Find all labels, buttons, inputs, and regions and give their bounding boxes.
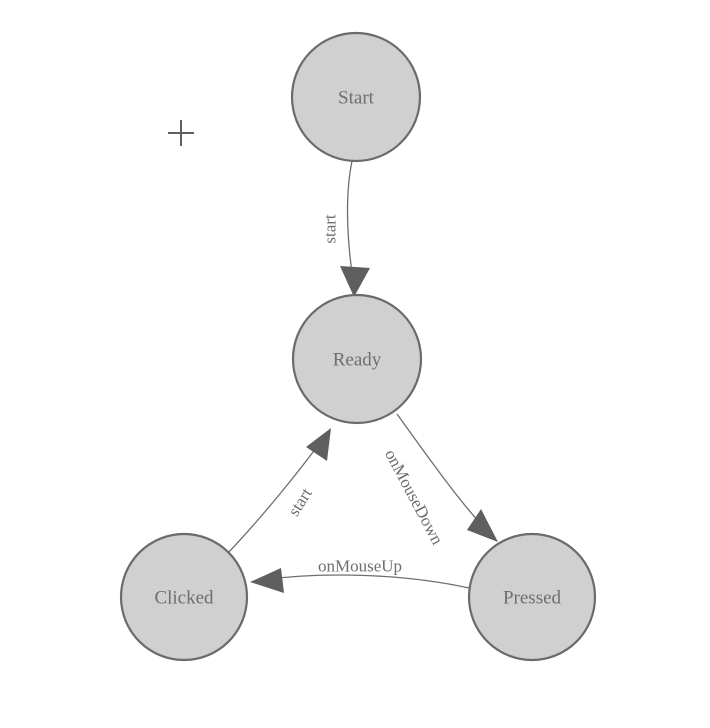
node-pressed[interactable]: Pressed [467, 532, 597, 662]
node-ready[interactable]: Ready [291, 293, 423, 425]
arrowhead-into-pressed [467, 509, 498, 542]
node-shape-pressed[interactable] [467, 532, 597, 662]
node-label-start: Start [338, 88, 375, 109]
edge-label-clicked-to-ready: start [284, 484, 316, 519]
edge-label-pressed-to-clicked: onMouseUp [318, 557, 402, 576]
node-clicked[interactable]: Clicked [119, 532, 249, 662]
arrowhead-into-ready-from-start [340, 266, 370, 297]
edge-pressed-to-clicked[interactable] [250, 568, 470, 593]
node-shape-clicked[interactable] [119, 532, 249, 662]
node-label-ready: Ready [333, 350, 382, 371]
edge-label-start-to-ready: start [321, 214, 340, 244]
edge-path-pressed-to-clicked[interactable] [261, 574, 470, 589]
arrowhead-into-ready-from-clicked [306, 428, 331, 461]
arrowhead-into-clicked [250, 568, 284, 593]
crosshair-cursor-icon [168, 120, 194, 146]
node-shape-start[interactable] [290, 31, 422, 163]
node-shape-ready[interactable] [291, 293, 423, 425]
edge-ready-to-pressed[interactable] [396, 413, 498, 542]
edge-clicked-to-ready[interactable] [227, 428, 331, 554]
node-start[interactable]: Start [290, 31, 422, 163]
edge-label-ready-to-pressed: onMouseDown [381, 446, 447, 548]
node-label-clicked: Clicked [154, 588, 214, 609]
edge-start-to-ready[interactable] [340, 160, 370, 297]
node-label-pressed: Pressed [503, 588, 562, 609]
